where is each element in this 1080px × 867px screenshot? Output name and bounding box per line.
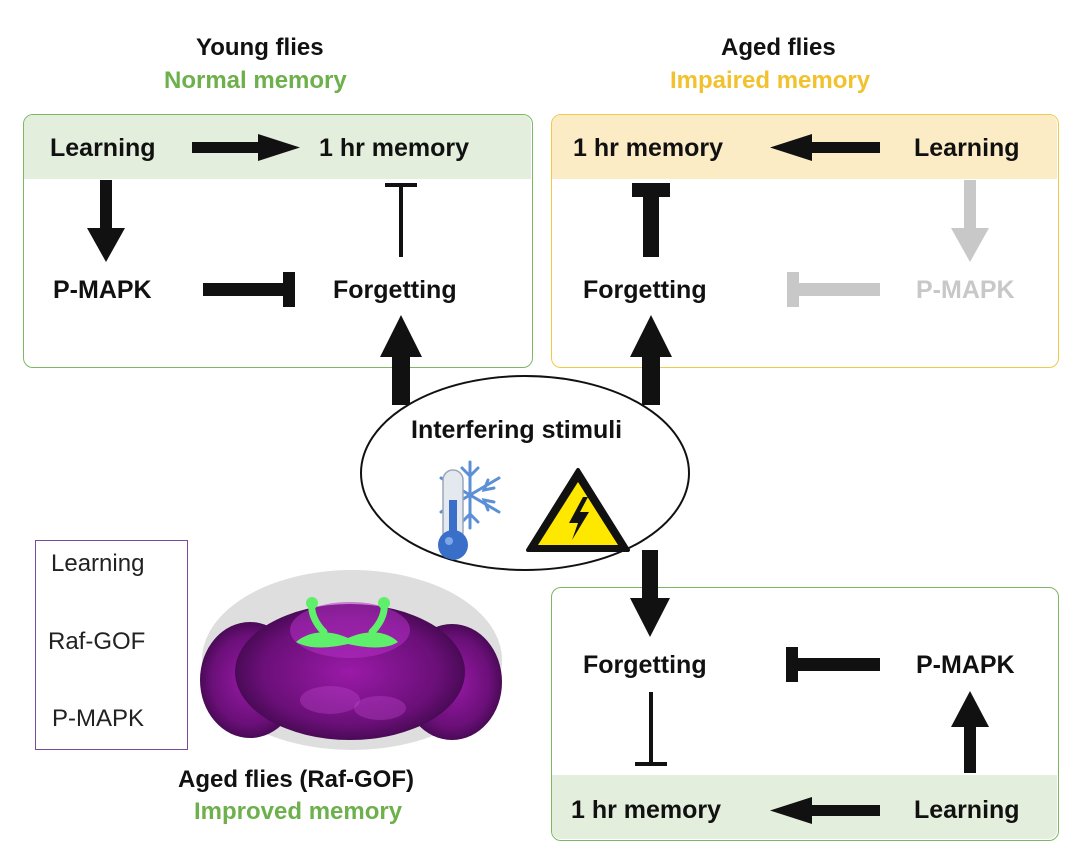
raf-learning-to-pmapk-arrow: [951, 691, 989, 773]
young-flies-subtitle: Normal memory: [164, 67, 347, 94]
stimuli-to-raf-forgetting-arrow: [630, 550, 670, 637]
legend-raf-label: Raf-GOF: [48, 628, 146, 655]
aged-learning-to-memory-arrow: [770, 134, 880, 161]
aged-flies-panel: [551, 114, 1059, 368]
young-forgetting-label: Forgetting: [333, 276, 457, 304]
young-memory-label: 1 hr memory: [319, 134, 470, 162]
raf-learning-label: Learning: [914, 796, 1020, 824]
interfering-stimuli-ellipse: [360, 375, 690, 571]
aged-pmapk-inhibits-forgetting-faded: [787, 272, 880, 307]
young-learning-label: Learning: [50, 134, 156, 162]
aged-forgetting-label: Forgetting: [583, 276, 707, 304]
young-forgetting-inhibits-memory: [385, 183, 417, 257]
raf-title: Aged flies (Raf-GOF): [178, 766, 415, 793]
young-flies-title: Young flies: [196, 34, 324, 61]
aged-flies-title: Aged flies: [721, 34, 836, 61]
raf-pmapk-label: P-MAPK: [916, 651, 1015, 679]
young-pmapk-label: P-MAPK: [53, 276, 152, 304]
aged-learning-to-pmapk-arrow-faded: [951, 180, 989, 262]
fly-brain-image: [200, 570, 502, 750]
aged-flies-subtitle: Impaired memory: [670, 67, 871, 94]
young-learning-to-pmapk-arrow: [87, 180, 125, 262]
aged-pmapk-label: P-MAPK: [916, 276, 1015, 304]
legend-pmapk-label: P-MAPK: [52, 705, 145, 732]
stimuli-to-young-forgetting-arrow: [380, 315, 422, 405]
raf-learning-to-memory-arrow: [770, 797, 880, 824]
stimuli-to-aged-forgetting-arrow: [630, 315, 672, 405]
raf-forgetting-label: Forgetting: [583, 651, 707, 679]
thermometer-snowflake-icon: [438, 460, 501, 560]
high-voltage-warning-icon: [526, 468, 630, 552]
aged-memory-label: 1 hr memory: [573, 134, 724, 162]
raf-forgetting-inhibits-memory: [635, 692, 667, 766]
interfering-stimuli-label: Interfering stimuli: [411, 416, 623, 444]
legend-box: [35, 540, 188, 750]
legend-learning-label: Learning: [51, 550, 145, 577]
raf-memory-label: 1 hr memory: [571, 796, 722, 824]
young-pmapk-inhibits-forgetting: [203, 272, 295, 307]
raf-subtitle: Improved memory: [194, 798, 403, 825]
aged-learning-label: Learning: [914, 134, 1020, 162]
young-learning-to-memory-arrow: [192, 134, 300, 161]
aged-forgetting-inhibits-memory: [632, 183, 670, 257]
raf-pmapk-inhibits-forgetting: [786, 647, 880, 682]
